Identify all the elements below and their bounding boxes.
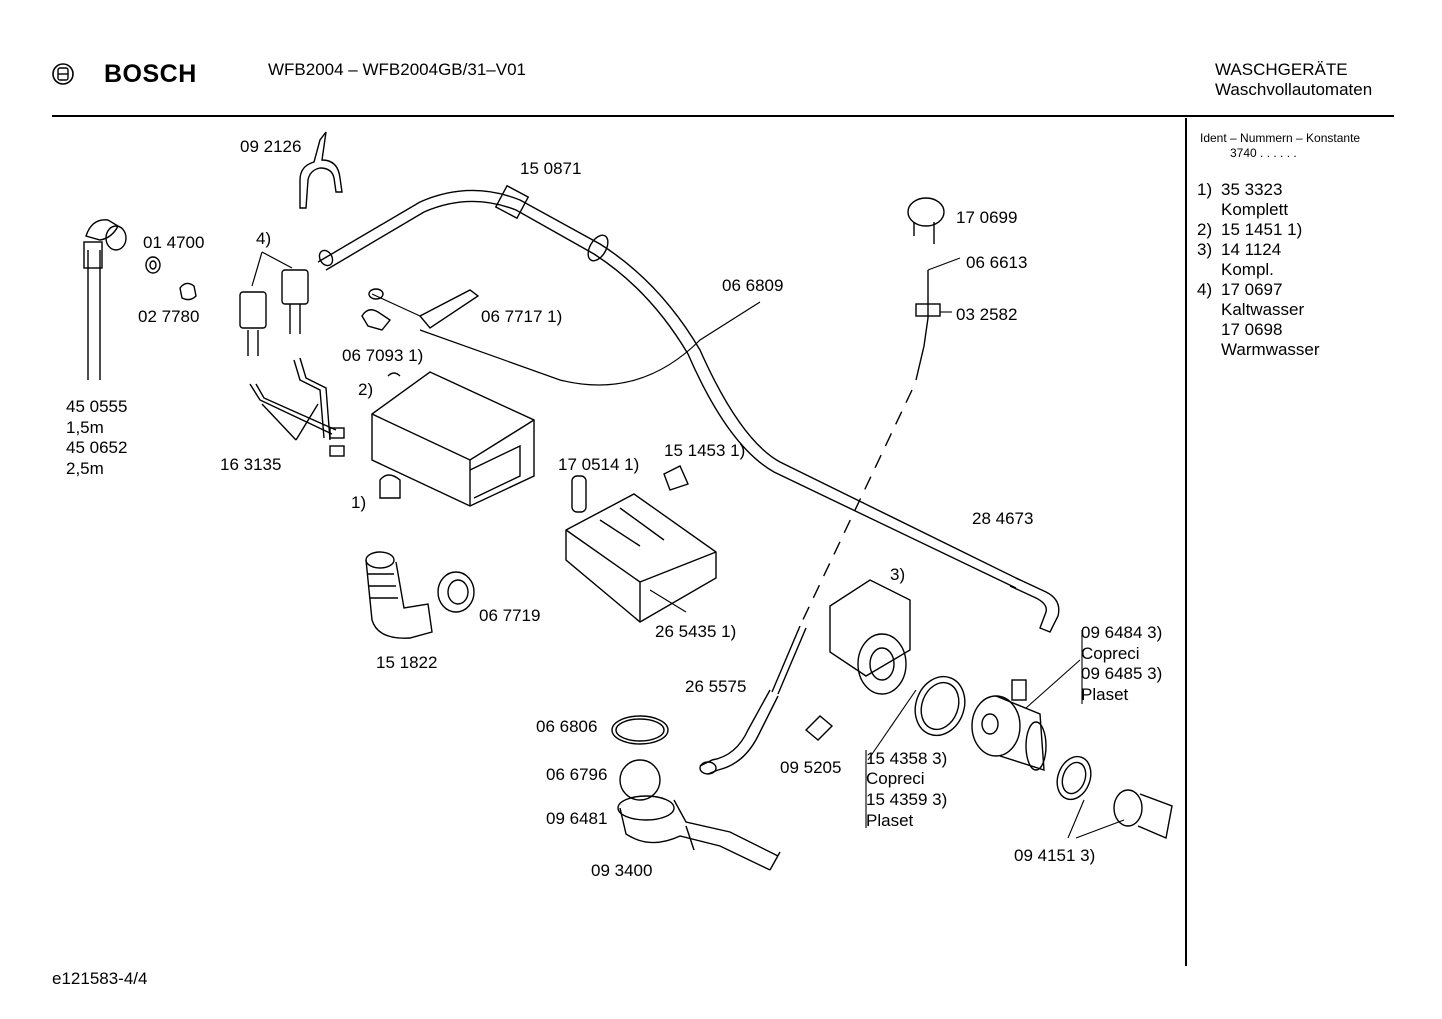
note-1-line-1: 35 3323 — [1221, 180, 1283, 199]
sensor-wire-part — [419, 301, 761, 386]
bracket-part — [418, 289, 480, 329]
detergent-drawer-part — [565, 493, 717, 623]
label-plaset-2: Plaset — [1081, 685, 1129, 704]
document-id: e121583-4/4 — [52, 969, 148, 988]
pump-housing-part — [971, 679, 1047, 771]
ident-title: Ident – Nummern – Konstante — [1200, 131, 1361, 145]
label-ref-3: 3) — [890, 565, 906, 584]
label-066796: 06 6796 — [546, 765, 608, 784]
float-ball-part — [619, 759, 661, 801]
model-title: WFB2004 – WFB2004GB/31–V01 — [268, 60, 526, 79]
drain-pump-part — [829, 579, 911, 695]
drain-hose-part — [317, 184, 1060, 633]
pressure-tube-part — [915, 270, 929, 381]
label-096481: 09 6481 — [546, 809, 608, 828]
label-copreci-1: Copreci — [866, 769, 925, 788]
sump-hose-part — [617, 795, 781, 871]
label-067093: 06 7093 1) — [342, 346, 424, 365]
label-027780: 02 7780 — [138, 307, 200, 326]
note-key-3: 3) — [1197, 240, 1213, 259]
label-450555: 45 0555 — [66, 397, 128, 416]
label-096484: 09 6484 3) — [1081, 623, 1163, 642]
note-4-line-2: Kaltwasser — [1221, 300, 1305, 319]
note-4-line-3: 17 0698 — [1221, 320, 1283, 339]
label-265575: 26 5575 — [685, 677, 747, 696]
ident-value: 3740 . . . . . . — [1230, 146, 1297, 160]
category-subtitle: Waschvollautomaten — [1215, 80, 1373, 99]
detergent-housing-part — [371, 371, 535, 507]
label-014700: 01 4700 — [143, 233, 205, 252]
bosch-logo-icon — [52, 63, 74, 85]
label-095205: 09 5205 — [780, 758, 842, 777]
pressure-switch-part — [907, 197, 945, 244]
label-067717: 06 7717 1) — [481, 307, 563, 326]
label-plaset-1: Plaset — [866, 811, 914, 830]
label-066613: 06 6613 — [966, 253, 1028, 272]
label-length-2-5: 2,5m — [66, 459, 104, 478]
label-066806: 06 6806 — [536, 717, 598, 736]
siphon-cap-part — [663, 465, 689, 491]
note-key-1: 1) — [1197, 180, 1213, 199]
label-150871: 15 0871 — [520, 159, 582, 178]
label-032582: 03 2582 — [956, 305, 1018, 324]
connector-tube-part — [249, 357, 345, 457]
bellows-ring-part — [437, 571, 475, 613]
label-094151: 09 4151 3) — [1014, 846, 1096, 865]
label-ref-1: 1) — [351, 493, 367, 512]
label-170514: 17 0514 1) — [558, 455, 640, 474]
label-ref-2: 2) — [358, 380, 374, 399]
nozzle-part — [361, 309, 392, 331]
hose-clip-part — [299, 131, 343, 209]
note-4-line-4: Warmwasser — [1221, 340, 1320, 359]
label-284673: 28 4673 — [972, 509, 1034, 528]
label-154358: 15 4358 3) — [866, 749, 948, 768]
filter-part — [179, 282, 197, 301]
note-key-2: 2) — [1197, 220, 1213, 239]
air-trap-hose-part — [699, 625, 807, 775]
inlet-valve-part — [239, 251, 309, 356]
assembly-dashed-line — [799, 389, 913, 627]
brand-name: BOSCH — [104, 60, 197, 88]
label-163135: 16 3135 — [220, 455, 282, 474]
siphon-tube-part — [571, 475, 587, 513]
category-title: WASCHGERÄTE — [1215, 60, 1348, 79]
label-092126: 09 2126 — [240, 137, 302, 156]
inlet-hose-part — [83, 219, 127, 380]
seal-ring-part — [145, 256, 161, 274]
label-067719: 06 7719 — [479, 606, 541, 625]
label-450652: 45 0652 — [66, 438, 128, 457]
pump-clip-part — [804, 715, 834, 741]
note-4-line-1: 17 0697 — [1221, 280, 1283, 299]
hose-clamp-part — [611, 715, 669, 745]
label-ref-4: 4) — [256, 229, 272, 248]
label-265435: 26 5435 1) — [655, 622, 737, 641]
note-2-line-1: 15 1451 1) — [1221, 220, 1303, 239]
label-copreci-2: Copreci — [1081, 644, 1140, 663]
label-length-1-5: 1,5m — [66, 418, 104, 437]
label-151453: 15 1453 1) — [664, 441, 746, 460]
note-1-line-2: Komplett — [1221, 200, 1289, 219]
label-151822: 15 1822 — [376, 653, 438, 672]
note-key-4: 4) — [1197, 280, 1213, 299]
label-093400: 09 3400 — [591, 861, 653, 880]
filter-seal-part — [1056, 755, 1092, 801]
elbow-bellows-part — [365, 551, 433, 639]
small-clip-part — [387, 372, 401, 377]
note-3-line-1: 14 1124 — [1221, 240, 1282, 259]
filter-plug-part — [1113, 789, 1173, 839]
pump-seal-part — [914, 675, 966, 737]
label-154359: 15 4359 3) — [866, 790, 948, 809]
label-066809: 06 6809 — [722, 276, 784, 295]
label-096485: 09 6485 3) — [1081, 664, 1163, 683]
note-3-line-2: Kompl. — [1221, 260, 1274, 279]
label-170699: 17 0699 — [956, 208, 1018, 227]
